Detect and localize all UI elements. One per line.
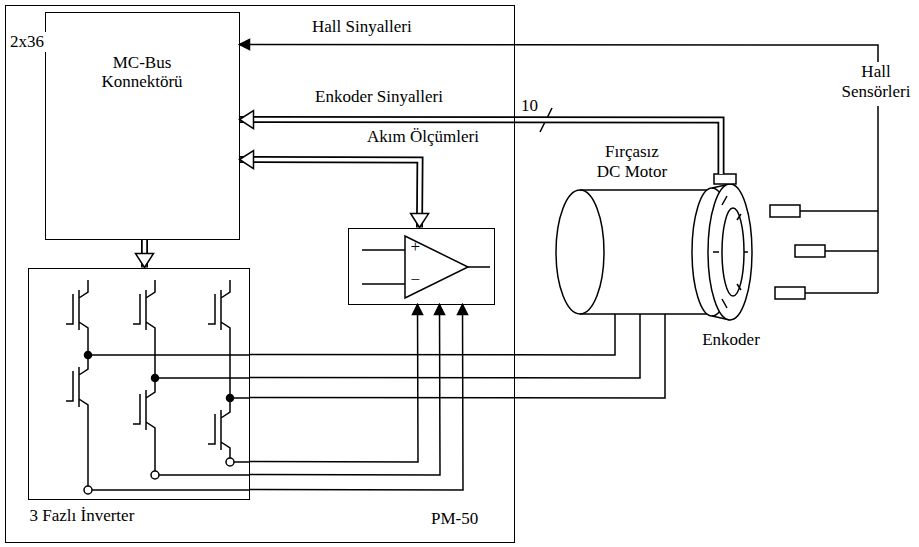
encoder: Enkoder: [696, 174, 766, 354]
transistor-leg: [66, 280, 250, 490]
wire: [250, 314, 666, 398]
junction-dot: [85, 352, 92, 359]
signal-label: Enkoder Sinyalleri: [313, 87, 445, 107]
arrow-head: [458, 305, 468, 315]
bus-core: [240, 160, 421, 228]
arrow-head: [240, 151, 254, 169]
encoder-disk-inner: [722, 208, 744, 296]
motor-cylinder-end: [556, 190, 604, 314]
transistor-leg: [208, 280, 250, 462]
encoder-connector: [714, 174, 736, 184]
node-text: +: [411, 237, 421, 257]
hall-sensor-wire: [800, 210, 878, 212]
arrow-head: [136, 254, 154, 268]
wire-connector: [250, 305, 468, 491]
arrow-head: [435, 305, 445, 315]
wire-connector: [250, 314, 641, 378]
bus-connector: [136, 240, 154, 268]
hall-sensor: [775, 287, 805, 299]
wire-connector: [250, 305, 445, 476]
emitter-terminal: [151, 471, 159, 479]
emitter-terminal: [226, 458, 234, 466]
junction-dot: [152, 375, 159, 382]
inverter-box: 3 Fazlı İnverter: [28, 268, 250, 530]
node-text: 3 Fazlı İnverter: [30, 506, 135, 526]
bus-width: 10: [519, 96, 540, 116]
connector-box: MC-Bus Konnektörü: [45, 12, 240, 240]
encoder-disk-front: [708, 184, 752, 320]
wire: [250, 305, 464, 491]
pin-count: 2x36: [8, 32, 46, 52]
inverter-legs: [66, 280, 250, 494]
hall-sensors: Hall Sensörleri: [836, 62, 916, 101]
encoder-marks: [713, 196, 748, 308]
inverter-outline: [28, 268, 250, 500]
bus-outline: [240, 160, 421, 228]
signal-label: Hall Sinyalleri: [310, 17, 414, 37]
junction-dot: [227, 395, 234, 402]
hall-sensor: [795, 245, 825, 257]
module-box: PM-50MC-Bus Konnektörü+−3 Fazlı İnverter: [5, 5, 515, 543]
hall-sensor-wire: [805, 292, 878, 294]
arrow-head: [240, 40, 250, 50]
wire-connector: [250, 305, 423, 463]
wire: [250, 314, 616, 355]
arrow-head: [411, 213, 429, 227]
wire: [250, 305, 419, 463]
wire-connector: [240, 40, 879, 62]
arrow-head: [240, 111, 254, 129]
node-text: MC-Bus Konnektörü: [78, 53, 206, 92]
wire-connector: [250, 314, 666, 398]
motor: Fırçasız DC Motor: [552, 142, 712, 314]
opamp-box: +−: [348, 228, 495, 305]
node-text: Fırçasız DC Motor: [592, 142, 672, 181]
transistor-leg: [133, 280, 250, 475]
node-text: Hall Sensörleri: [836, 62, 916, 101]
arrow-head: [413, 305, 423, 315]
opamp-triangle: [405, 236, 468, 298]
wire: [240, 45, 879, 63]
emitter-terminal: [84, 486, 92, 494]
opamp-pins: [362, 250, 490, 284]
wire: [250, 305, 441, 476]
wire: [250, 314, 641, 378]
signal-label: Akım Ölçümleri: [365, 127, 481, 147]
node-text: Enkoder: [696, 330, 766, 350]
hall-sensor: [770, 205, 800, 217]
node-text: −: [411, 270, 421, 290]
bus-connector: [240, 151, 429, 228]
node-text: PM-50: [431, 509, 478, 529]
wire-connector: [250, 314, 616, 355]
hall-sensor-wire: [825, 250, 878, 252]
hall-bus-line: [877, 106, 879, 293]
